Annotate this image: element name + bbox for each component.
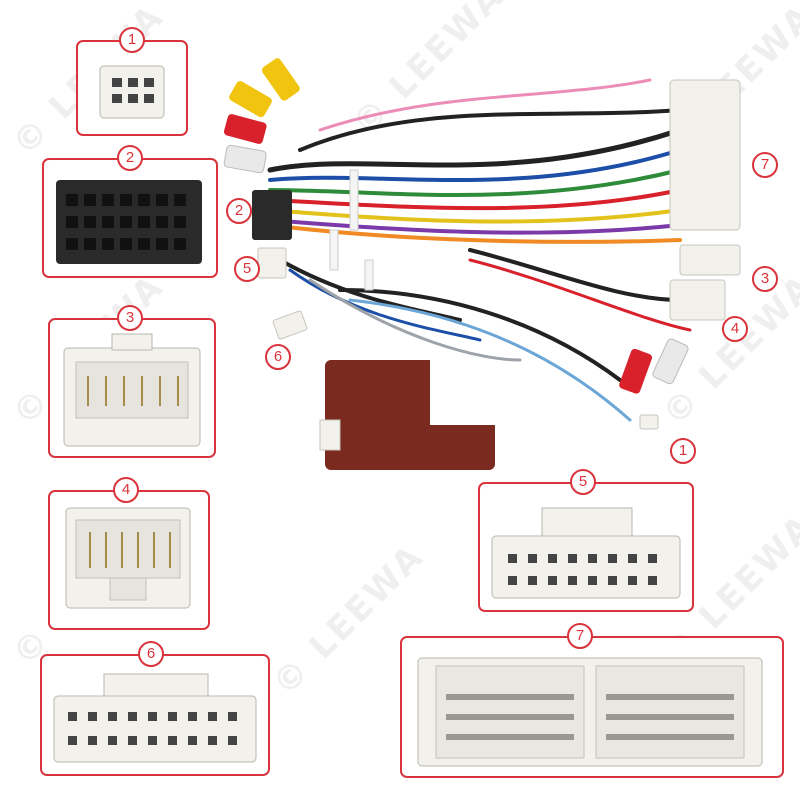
harness-label-2: 2 (226, 198, 252, 224)
harness-label-5: 5 (234, 256, 260, 282)
callout-badge-2: 2 (117, 145, 143, 171)
harness-label-4: 4 (722, 316, 748, 342)
callout-badge-1: 1 (119, 27, 145, 53)
callout-badge-4: 4 (113, 477, 139, 503)
connector-1-image (99, 65, 165, 119)
callout-connector-1 (76, 40, 188, 136)
callout-connector-6 (40, 654, 270, 776)
callout-connector-2 (42, 158, 218, 278)
callout-badge-7: 7 (567, 623, 593, 649)
connector-6-image (53, 673, 257, 763)
callout-connector-4 (48, 490, 210, 630)
harness-label-7: 7 (752, 152, 778, 178)
connector-3-image (63, 333, 201, 447)
callout-badge-3: 3 (117, 305, 143, 331)
callout-badge-5: 5 (570, 469, 596, 495)
connector-4-image (65, 507, 191, 609)
callout-connector-5 (478, 482, 694, 612)
callout-connector-7 (400, 636, 784, 778)
connector-2-image (56, 180, 202, 264)
callout-connector-3 (48, 318, 216, 458)
harness-label-3: 3 (752, 266, 778, 292)
connector-5-image (491, 507, 681, 599)
harness-label-6: 6 (265, 344, 291, 370)
wiring-harness-illustration (223, 58, 741, 470)
callout-badge-6: 6 (138, 641, 164, 667)
harness-label-1: 1 (670, 438, 696, 464)
connector-7-image (417, 657, 763, 767)
